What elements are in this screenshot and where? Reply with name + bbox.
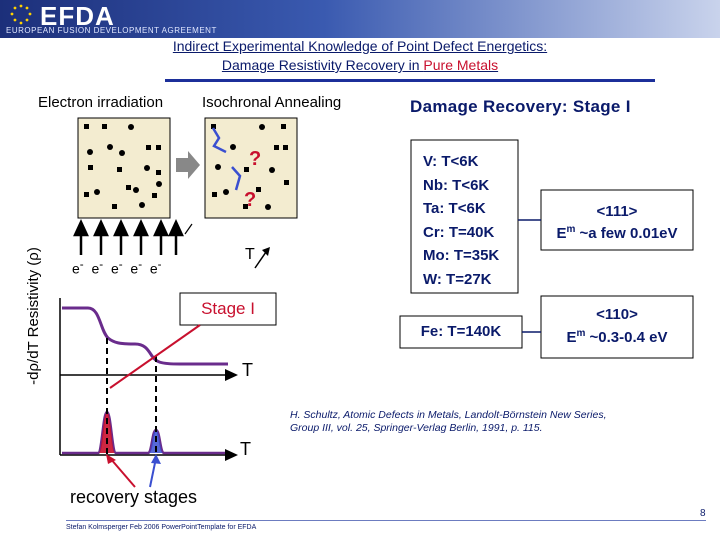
box-110-line1: <110> [596,306,638,323]
label-isochronal-annealing: Isochronal Annealing [202,94,342,111]
eu-stars-icon [10,4,32,25]
process-arrow [176,151,200,179]
metal-entry: W: T=27K [423,270,492,288]
metal-list: V: T<6K Nb: T<6K Ta: T<6K Cr: T=40K Mo: T=35… [423,150,499,291]
reference-citation: H. Schultz, Atomic Defects in Metals, La… [290,409,710,435]
defects-left [84,124,162,209]
electron-labels: e- e- e- e- e- [72,258,162,277]
damage-recovery-heading: Damage Recovery: Stage I [410,97,631,116]
title-line-2-prefix: Damage Resistivity Recovery in [221,57,424,73]
box-111-line1: <111> [596,203,638,220]
recovery-stages-label: recovery stages [70,487,198,507]
reference-line-1: H. Schultz, Atomic Defects in Metals, La… [290,409,607,421]
footer-rule [66,520,706,521]
electron-arrows [73,219,184,255]
box-111 [540,189,694,251]
title-line-2: Damage Resistivity Recovery in Pure Meta… [0,57,720,73]
label-electron-irradiation: Electron irradiation [38,94,164,111]
resistivity-curve [62,306,229,366]
title-rule [165,79,655,82]
electron-label: e [110,260,119,277]
metal-entry: Nb: T<6K [423,176,490,194]
temperature-label: T [245,246,255,263]
axis-t-upper: T [242,360,253,380]
electron-sup: - [157,258,162,271]
box-110-value: ~0.3-0.4 eV [585,329,668,346]
interstitial-mark-1: ? [249,148,262,170]
stage-i-box [179,292,277,326]
em-symbol: E [556,225,567,242]
title-highlight: Pure Metals [423,57,499,73]
metal-entry: Mo: T=35K [423,247,500,264]
derivative-curve [62,410,225,455]
em-sup: m [566,224,576,235]
lattice-box-irradiated [77,117,171,219]
box-110 [540,295,694,359]
em-symbol: E [566,329,577,346]
migration-path-1 [211,127,227,154]
box-111-line2: Em ~a few 0.01eV [541,224,693,242]
bcc-metals-box [410,139,519,294]
electron-label: e [91,260,100,277]
metal-entry: Cr: T=40K [423,223,495,241]
defects-right [211,124,289,210]
interstitial-mark-2: ? [244,189,257,211]
bcc-metals-list: V: T<6K Nb: T<6K Ta: T<6K Cr: T=40K Mo: T=35… [423,150,499,291]
efda-logo-subtitle: EUROPEAN FUSION DEVELOPMENT AGREEMENT [6,26,217,35]
migration-path-2 [231,166,242,191]
em-sup: m [576,328,586,339]
page-number: 8 [700,508,706,519]
fe-text: Fe: T=140K [420,323,502,340]
electron-sup: - [99,258,104,271]
electron-sup: - [79,258,84,271]
box-111-value: ~a few 0.01eV [575,225,678,242]
metal-entry: V: T<6K [423,153,479,170]
title-line-1: Indirect Experimental Knowledge of Point… [172,38,548,54]
box-110-line2: Em ~0.3-0.4 eV [541,328,693,346]
metal-entry: Ta: T<6K [423,200,486,217]
reference-line-2: Group III, vol. 25, Springer-Verlag Berl… [290,422,543,434]
efda-logo-text: EFDA [40,1,115,31]
electron-sup: - [138,258,143,271]
footer-text: Stefan Kolmsperger Feb 2006 PowerPointTe… [66,524,257,531]
fe-box [399,315,523,349]
electron-label: e [130,260,139,277]
electron-label: e [72,260,80,277]
electron-sup: - [118,258,123,271]
stage-i-label: Stage I [201,299,255,318]
axis-t-lower: T [240,439,251,459]
header-bar [0,0,720,38]
y-axis-label: -dρ/dT Resistivity (ρ) [25,247,42,385]
electron-label: e [149,260,158,277]
